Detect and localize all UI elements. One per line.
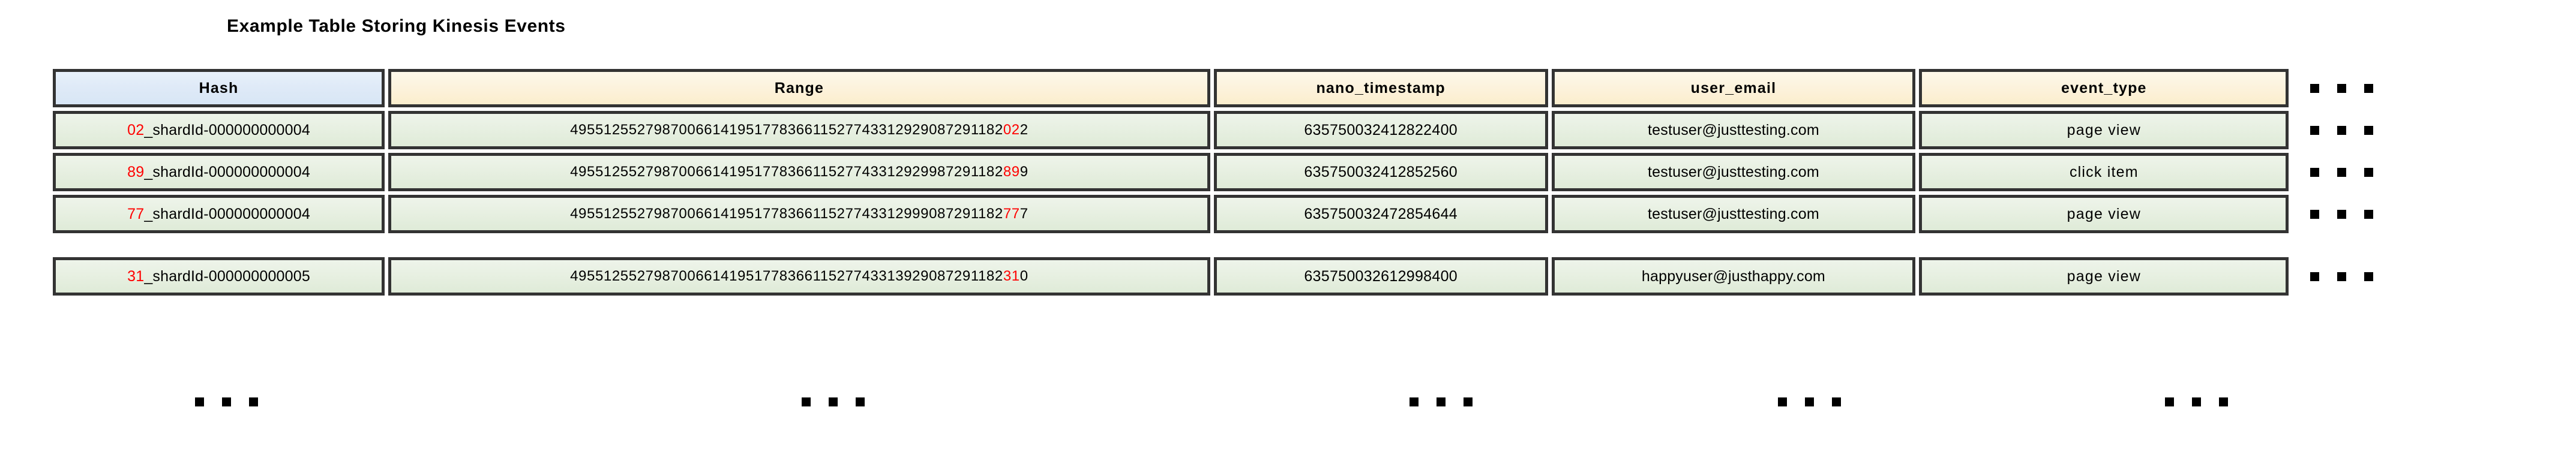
ellipsis-dot <box>2310 125 2320 135</box>
ellipsis-dot <box>2337 272 2347 281</box>
cell-hash: 89_shardId-000000000004 <box>53 153 385 191</box>
cell-nano-timestamp: 635750032612998400 <box>1213 257 1548 296</box>
ellipsis-dot <box>2364 272 2374 281</box>
events-table: Hash Range nano_timestamp user_email eve… <box>53 69 2408 299</box>
hash-suffix: _shardId-000000000004 <box>144 163 310 180</box>
cell-event-type: page view <box>1919 195 2289 233</box>
cell-nano-timestamp: 635750032412852560 <box>1213 153 1548 191</box>
ellipsis-dot <box>1831 397 1841 406</box>
ellipsis-dot <box>2310 83 2320 93</box>
ellipsis-dot <box>2337 209 2347 219</box>
hash-suffix: _shardId-000000000004 <box>144 205 310 222</box>
range-tail: 9 <box>1019 164 1028 180</box>
bottom-ellipsis-strip <box>53 390 2408 414</box>
column-header-event-type: event_type <box>1919 69 2289 107</box>
ellipsis-dot <box>221 397 231 406</box>
cell-user-email: testuser@justtesting.com <box>1551 111 1916 149</box>
cell-user-email: happyuser@justhappy.com <box>1551 257 1916 296</box>
cell-event-type: page view <box>1919 111 2289 149</box>
ellipsis-dot <box>2310 167 2320 177</box>
ellipsis-dot <box>2364 83 2374 93</box>
range-tail: 2 <box>1019 122 1028 138</box>
ellipsis-dot <box>855 397 865 406</box>
table-row: 77_shardId-000000000004 4955125527987006… <box>53 195 2408 233</box>
ellipsis-dot <box>1463 397 1473 406</box>
range-main: 4955125527987006614195177836611527743312… <box>570 206 1003 222</box>
cell-nano-timestamp: 635750032412822400 <box>1213 111 1548 149</box>
hash-prefix-highlight: 89 <box>127 163 145 180</box>
column-ellipsis-nano-timestamp <box>1266 390 1615 414</box>
ellipsis-dot <box>2364 209 2374 219</box>
column-ellipsis-hash <box>53 390 400 414</box>
ellipsis-dot <box>1777 397 1787 406</box>
column-ellipsis-user-email <box>1619 390 1999 414</box>
range-main: 4955125527987006614195177836611527743313… <box>570 268 1003 284</box>
row-ellipsis <box>2292 195 2408 233</box>
ellipsis-dot <box>2218 397 2228 406</box>
table-row: 31_shardId-000000000005 4955125527987006… <box>53 257 2408 296</box>
column-header-range: Range <box>388 69 1210 107</box>
ellipsis-dot <box>2191 397 2201 406</box>
ellipsis-dot <box>2337 167 2347 177</box>
cell-range: 4955125527987006614195177836611527743312… <box>388 153 1210 191</box>
ellipsis-dot <box>2364 167 2374 177</box>
ellipsis-dot <box>2364 125 2374 135</box>
column-ellipsis-range <box>403 390 1262 414</box>
column-ellipsis-event-type <box>2003 390 2389 414</box>
range-highlight: 31 <box>1003 268 1020 284</box>
ellipsis-dot <box>248 397 258 406</box>
cell-hash: 02_shardId-000000000004 <box>53 111 385 149</box>
range-tail: 0 <box>1019 268 1028 284</box>
table-row: 89_shardId-000000000004 4955125527987006… <box>53 153 2408 191</box>
cell-range: 4955125527987006614195177836611527743312… <box>388 195 1210 233</box>
column-header-user-email: user_email <box>1551 69 1916 107</box>
ellipsis-dot <box>2337 83 2347 93</box>
cell-nano-timestamp: 635750032472854644 <box>1213 195 1548 233</box>
ellipsis-dot <box>194 397 204 406</box>
ellipsis-dot <box>828 397 838 406</box>
cell-event-type: click item <box>1919 153 2289 191</box>
figure-title: Example Table Storing Kinesis Events <box>227 16 566 36</box>
row-ellipsis <box>2292 111 2408 149</box>
cell-user-email: testuser@justtesting.com <box>1551 195 1916 233</box>
hash-prefix-highlight: 77 <box>127 205 145 222</box>
row-ellipsis <box>2292 153 2408 191</box>
range-highlight: 77 <box>1003 206 1020 222</box>
column-header-hash: Hash <box>53 69 385 107</box>
ellipsis-dot <box>1409 397 1419 406</box>
table-header-row: Hash Range nano_timestamp user_email eve… <box>53 69 2408 107</box>
row-ellipsis <box>2292 257 2408 296</box>
range-highlight: 89 <box>1003 164 1020 180</box>
ellipsis-dot <box>801 397 811 406</box>
range-main: 4955125527987006614195177836611527743312… <box>570 164 1003 180</box>
cell-event-type: page view <box>1919 257 2289 296</box>
ellipsis-dot <box>2310 209 2320 219</box>
row-ellipsis-header <box>2292 69 2408 107</box>
cell-user-email: testuser@justtesting.com <box>1551 153 1916 191</box>
range-main: 4955125527987006614195177836611527743312… <box>570 122 1003 138</box>
table-row: 02_shardId-000000000004 4955125527987006… <box>53 111 2408 149</box>
hash-prefix-highlight: 02 <box>127 121 145 138</box>
ellipsis-dot <box>1804 397 1814 406</box>
cell-hash: 77_shardId-000000000004 <box>53 195 385 233</box>
ellipsis-dot <box>2164 397 2174 406</box>
cell-hash: 31_shardId-000000000005 <box>53 257 385 296</box>
range-tail: 7 <box>1019 206 1028 222</box>
ellipsis-dot <box>1436 397 1446 406</box>
column-header-nano-timestamp: nano_timestamp <box>1213 69 1548 107</box>
hash-prefix-highlight: 31 <box>127 267 145 285</box>
ellipsis-dot <box>2310 272 2320 281</box>
range-highlight: 02 <box>1003 122 1020 138</box>
cell-range: 4955125527987006614195177836611527743312… <box>388 111 1210 149</box>
hash-suffix: _shardId-000000000005 <box>144 267 310 285</box>
hash-suffix: _shardId-000000000004 <box>144 121 310 138</box>
ellipsis-dot <box>2337 125 2347 135</box>
cell-range: 4955125527987006614195177836611527743313… <box>388 257 1210 296</box>
